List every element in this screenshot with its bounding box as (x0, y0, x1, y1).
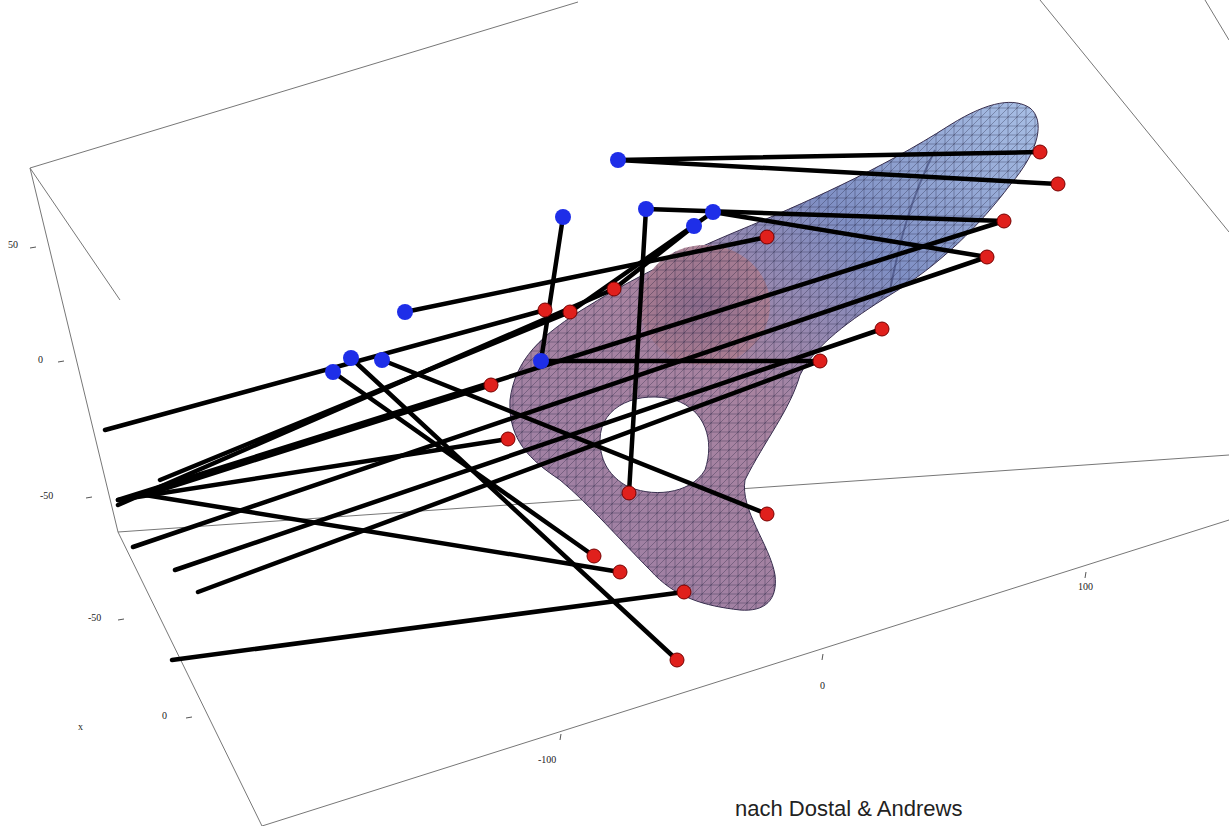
z-tick: 0 (38, 355, 43, 365)
source-caption: nach Dostal & Andrews (735, 797, 962, 821)
axis-name: x (78, 722, 83, 732)
y-tick: -100 (538, 755, 556, 765)
axis-ticks (30, 247, 1086, 740)
y-tick: 0 (820, 681, 825, 691)
x-tick: -50 (88, 613, 101, 623)
origin-points (325, 152, 721, 380)
x-tick: 0 (162, 711, 167, 721)
muscle-lines (105, 152, 1058, 660)
insertion-points (484, 145, 1065, 667)
z-tick: -50 (40, 491, 53, 501)
z-tick: 50 (8, 240, 18, 250)
bounding-box (30, 0, 1229, 826)
y-tick: 100 (1078, 582, 1093, 592)
